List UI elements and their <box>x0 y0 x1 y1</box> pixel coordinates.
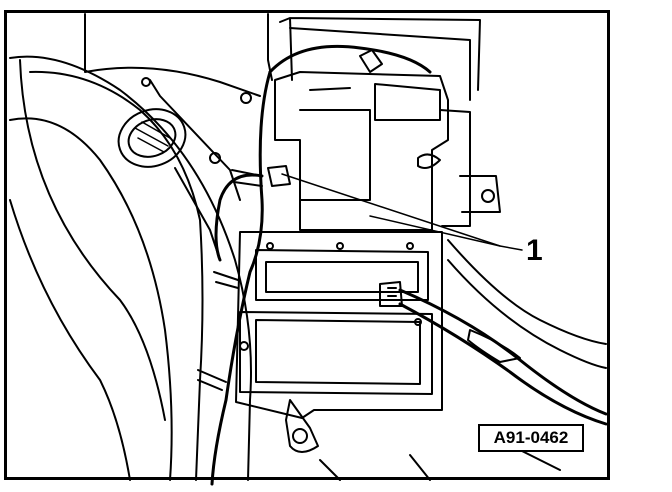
bracket-slot <box>417 153 441 169</box>
filler-neck-ring <box>117 108 187 168</box>
tie-wrap-1 <box>213 271 239 289</box>
control-unit-slot <box>309 83 441 121</box>
wheel-arch-inner <box>29 70 204 481</box>
arch-curve-b <box>9 199 131 481</box>
tie-wrap-3 <box>231 169 263 187</box>
plate-rivet-4 <box>239 341 249 351</box>
right-body-curve <box>447 239 607 345</box>
upper-bracket <box>439 109 471 227</box>
rear-panel-outline <box>84 13 273 97</box>
control-unit-face <box>299 109 371 201</box>
bottom-tab <box>285 399 319 453</box>
tie-wrap-2 <box>197 369 227 391</box>
airbag-module-lower <box>239 311 433 395</box>
reference-code: A91-0462 <box>478 424 584 452</box>
bolt-top <box>240 92 252 104</box>
plate-rivet-2 <box>336 242 344 250</box>
bolt-left <box>141 77 151 87</box>
harness-right <box>398 288 608 416</box>
arch-curve-a <box>19 59 166 421</box>
callout-label: 1 <box>526 234 543 267</box>
airbag-module-body <box>255 249 429 301</box>
bottom-bolt <box>292 428 308 444</box>
filler-neck-hatch <box>134 121 171 153</box>
wheel-arch-outer <box>9 55 252 481</box>
bracket-bolt-right <box>481 189 495 203</box>
plate-rivet-3 <box>406 242 414 250</box>
leader-line-b <box>369 215 501 247</box>
right-body-slot <box>467 329 521 363</box>
floor-lines <box>319 449 561 481</box>
right-body-curve-b <box>447 259 607 369</box>
bolt-mid <box>209 152 221 164</box>
mounting-plate <box>235 231 443 419</box>
harness-top <box>268 44 432 74</box>
connector-top <box>359 49 383 73</box>
harness-main <box>210 70 272 486</box>
harness-right-b <box>398 302 608 426</box>
plate-rivet-1 <box>266 242 274 250</box>
control-unit-upper <box>274 71 449 231</box>
airbag-module-inner <box>265 261 419 293</box>
bracket-tab-right <box>459 175 501 213</box>
airbag-module-inner-lower <box>255 319 421 385</box>
harness-left-loop <box>214 173 264 262</box>
harness-clip <box>267 165 291 187</box>
wheel-arch-lip <box>9 117 173 481</box>
filler-neck-inner <box>127 118 177 158</box>
plug-connector <box>379 281 403 307</box>
panel-box-top <box>289 27 471 101</box>
